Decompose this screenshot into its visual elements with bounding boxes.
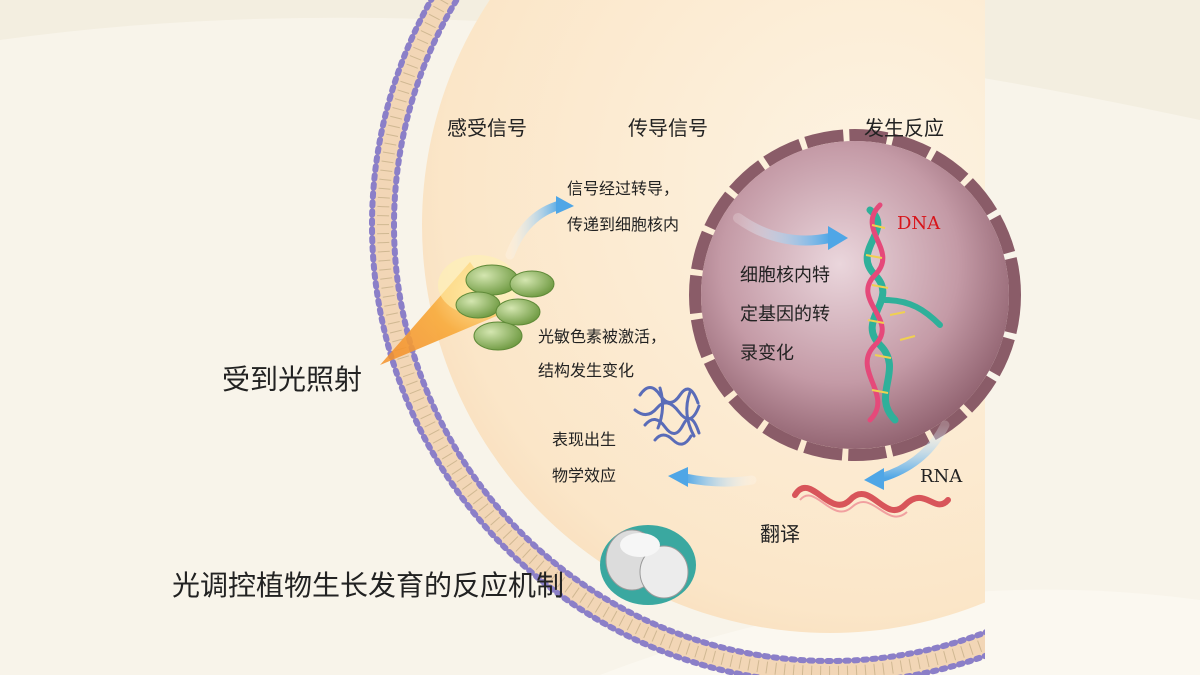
- phytochrome-cluster: [455, 264, 555, 351]
- label-rna: RNA: [920, 466, 963, 487]
- nucleus: [689, 129, 1021, 461]
- membrane-inner-heads: [391, 0, 985, 664]
- rna-arrow: [875, 420, 950, 483]
- label-respond: 发生反应: [864, 116, 944, 140]
- label-nucleus-line1: 细胞核内特: [740, 265, 830, 286]
- label-nucleus-line3: 录变化: [740, 343, 794, 364]
- membrane-outer-heads: [369, 0, 985, 675]
- label-light-irradiation: 受到光照射: [222, 363, 363, 396]
- membrane-tails: [377, 0, 985, 675]
- signal-arrow: [505, 200, 565, 260]
- nucleus-entry-arrow: [733, 213, 835, 246]
- protein-icon: [633, 386, 701, 446]
- label-effect-line1: 表现出生: [552, 430, 617, 449]
- label-photo-line1: 光敏色素被激活，: [538, 327, 667, 346]
- effect-arrow: [680, 473, 757, 487]
- diagram-title: 光调控植物生长发育的反应机制: [172, 569, 565, 602]
- membrane-receptor-icon: [600, 525, 696, 605]
- label-effect-line2: 物学效应: [552, 466, 617, 485]
- label-sense-signal: 感受信号: [447, 116, 527, 140]
- dna-helix: [863, 202, 943, 424]
- label-signal-line2: 传递到细胞核内: [567, 215, 680, 234]
- label-dna: DNA: [897, 213, 941, 234]
- label-signal-line1: 信号经过转导，: [567, 179, 680, 198]
- label-transduce-signal: 传导信号: [628, 116, 708, 140]
- label-translation: 翻译: [760, 522, 800, 546]
- label-photo-line2: 结构发生变化: [538, 361, 635, 380]
- rna-strand: [792, 484, 951, 514]
- label-nucleus-line2: 定基因的转: [740, 304, 830, 325]
